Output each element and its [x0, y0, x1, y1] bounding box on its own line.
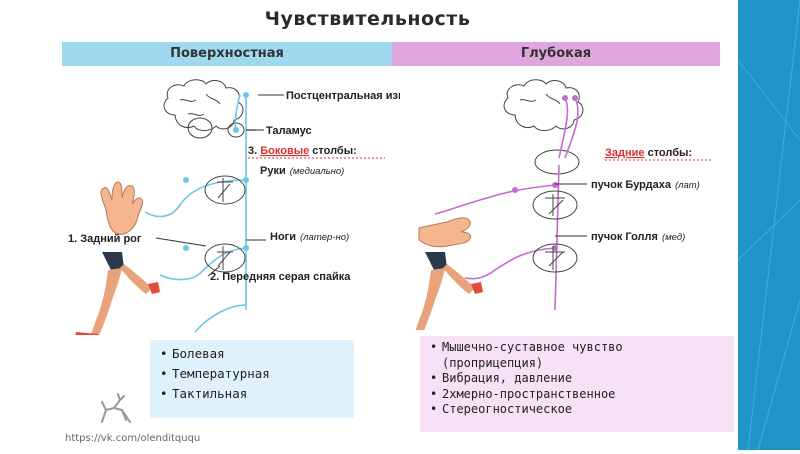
pathway-nodes [183, 92, 249, 251]
list-item-continuation: (проприцепция) [442, 355, 544, 370]
brain-outline-icon [503, 79, 584, 131]
superficial-types-box: Болевая Температурная Тактильная [150, 340, 354, 418]
running-leg-icon [415, 252, 483, 330]
spinal-cord-section-icon [532, 190, 578, 273]
label-goll-fasciculus: пучок Голля(мед) [591, 231, 685, 243]
header-superficial: Поверхностная [62, 42, 392, 66]
decor-lines [737, 0, 800, 451]
pathway-nodes [512, 95, 578, 251]
deep-pathway-diagram: Задние столбы: пучок Бурдаха(лат) пучок … [415, 79, 713, 330]
list-item: Температурная [160, 364, 346, 384]
brain-inner-icon [187, 117, 213, 139]
slide-decor-bar [737, 0, 800, 451]
deer-logo-icon [101, 393, 131, 423]
list-item: Стереогностическое [430, 402, 726, 418]
label-legs: Ноги(латер-но) [270, 231, 349, 243]
label-burdach-fasciculus: пучок Бурдаха(лат) [591, 179, 700, 191]
spinal-cord-section-icon [204, 175, 246, 273]
label-posterior-horn: 1. Задний рог [68, 233, 142, 245]
superficial-pathway-diagram: Постцентральная извилина Таламус 3. Боко… [68, 79, 400, 335]
header-deep: Глубокая [392, 42, 720, 66]
label-thalamus: Таламус [266, 125, 312, 137]
list-item: Мышечно-суставное чувство [430, 340, 726, 356]
list-item: Болевая [160, 344, 346, 364]
slide-title: Чувствительность [264, 8, 471, 30]
footer-url: https://vk.com/olenditququ [65, 433, 201, 444]
hand-icon [100, 181, 143, 235]
thalamus-icon [534, 149, 580, 175]
brain-outline-icon [163, 79, 244, 131]
list-item: Вибрация, давление [430, 371, 726, 387]
label-arms: Руки(медиально) [260, 165, 344, 177]
label-postcentral-gyrus: Постцентральная извилина [286, 90, 400, 102]
hand-icon [418, 217, 472, 248]
running-leg-icon [75, 252, 160, 335]
label-lateral-columns: 3. Боковые столбы: [248, 145, 357, 157]
deep-types-box: Мышечно-суставное чувство (проприцепция)… [420, 336, 734, 432]
label-anterior-commissure: 2. Передняя серая спайка [210, 271, 351, 283]
list-item: 2хмерно-пространственное [430, 387, 726, 403]
list-item: Тактильная [160, 384, 346, 404]
pathway-lines [434, 97, 579, 311]
label-posterior-columns: Задние столбы: [605, 147, 692, 159]
